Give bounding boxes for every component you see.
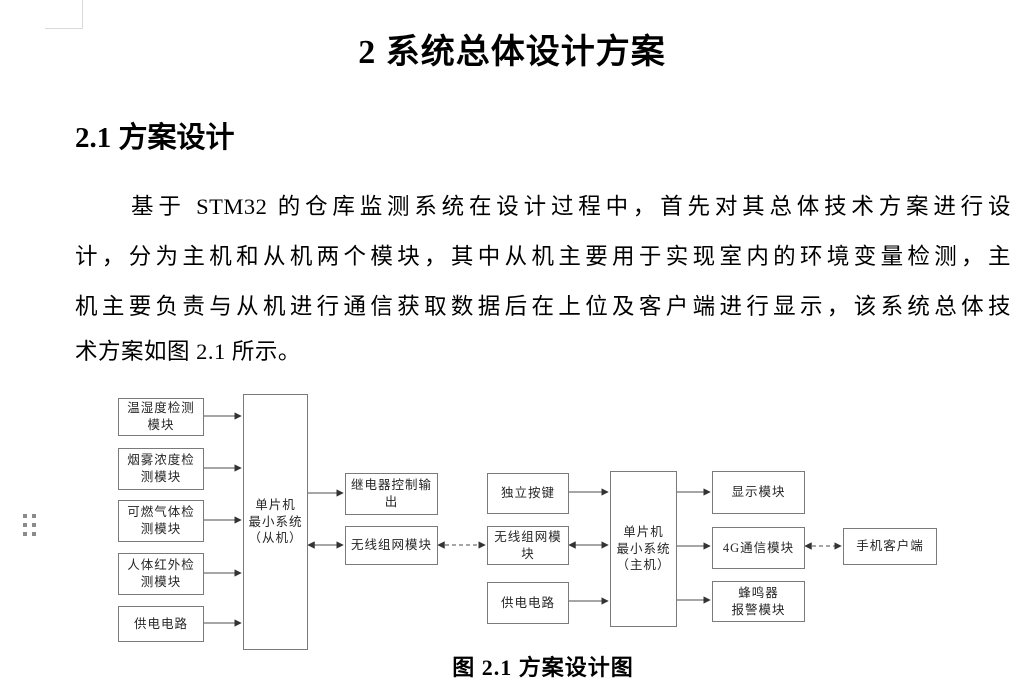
text-boundary-corner-mark-vertical — [82, 0, 83, 28]
diagram-node-temp-humidity-module: 温湿度检测 模块 — [118, 398, 204, 436]
diagram-node-gas-detect-module: 可燃气体检 测模块 — [118, 500, 204, 542]
diagram-node-smoke-detect-module: 烟雾浓度检 测模块 — [118, 448, 204, 490]
diagram-node-pir-detect-module: 人体红外检 测模块 — [118, 553, 204, 595]
diagram-node-independent-keys: 独立按键 — [487, 473, 569, 514]
diagram-node-wireless-mesh-module-right: 无线组网模块 — [487, 526, 569, 565]
section-heading: 2.1 方案设计 — [75, 122, 235, 154]
block-drag-handle-icon[interactable] — [23, 514, 38, 538]
figure-caption: 图 2.1 方案设计图 — [452, 655, 634, 680]
diagram-node-relay-control-output: 继电器控制输 出 — [345, 473, 438, 515]
diagram-node-display-module: 显示模块 — [712, 471, 805, 514]
diagram-node-power-circuit-slave: 供电电路 — [118, 606, 204, 642]
paragraph-line: 机主要负责与从机进行通信获取数据后在上位及客户端进行显示，该系统总体技 — [75, 294, 1011, 319]
diagram-node-buzzer-alarm-module: 蜂鸣器 报警模块 — [712, 581, 805, 622]
diagram-node-power-circuit-master: 供电电路 — [487, 582, 569, 624]
figure-2-1-block-diagram: 温湿度检测 模块 烟雾浓度检 测模块 可燃气体检 测模块 人体红外检 测模块 供… — [0, 390, 1024, 675]
paragraph-line: 术方案如图 2.1 所示。 — [75, 339, 301, 364]
paragraph-line: 计，分为主机和从机两个模块，其中从机主要用于实现室内的环境变量检测，主 — [75, 244, 1011, 269]
text-boundary-corner-mark-horizontal — [45, 28, 83, 29]
diagram-node-4g-comm-module: 4G通信模块 — [712, 527, 805, 569]
paragraph-line: 基于 STM32 的仓库监测系统在设计过程中，首先对其总体技术方案进行设 — [131, 194, 1011, 219]
diagram-connectors — [202, 412, 842, 627]
diagram-node-phone-client: 手机客户端 — [843, 528, 937, 565]
chapter-title: 2 系统总体设计方案 — [358, 34, 666, 71]
diagram-node-mcu-minimal-system-slave: 单片机 最小系统 （从机） — [243, 394, 308, 650]
diagram-node-wireless-mesh-module-left: 无线组网模块 — [345, 526, 438, 565]
diagram-node-mcu-minimal-system-master: 单片机 最小系统 （主机） — [610, 471, 677, 627]
